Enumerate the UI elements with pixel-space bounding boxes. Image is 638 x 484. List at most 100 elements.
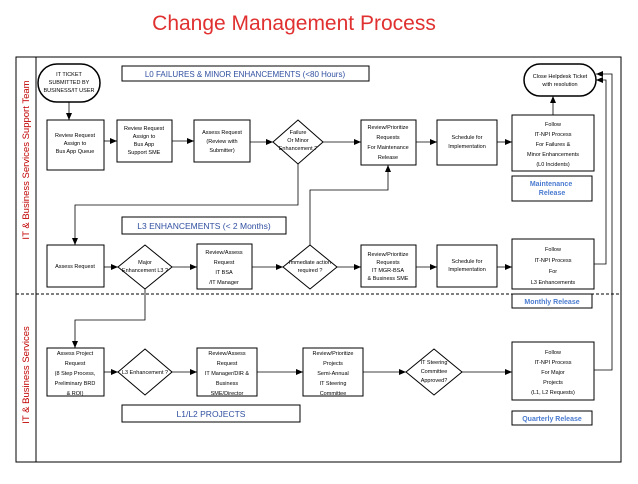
row2-schedule-box xyxy=(436,244,498,288)
text-line: Support SME xyxy=(128,150,161,156)
text-line: Committee xyxy=(421,369,448,375)
text-line: Major xyxy=(138,260,152,266)
text-line: Enhancement ? xyxy=(279,146,318,152)
banner-l0-box xyxy=(121,65,370,82)
text-line: Request xyxy=(217,361,238,367)
text-line: IT Manager/DIR & xyxy=(205,371,250,377)
row3-assess-project-box xyxy=(46,347,105,397)
banner-l12: L1/L2 PROJECTS xyxy=(177,409,246,419)
text-line: IT-NPI Process xyxy=(535,258,572,264)
banner-l0: L0 FAILURES & MINOR ENHANCEMENTS (<80 Ho… xyxy=(145,70,346,79)
text-line: Request xyxy=(65,361,86,367)
text-line: Requests xyxy=(376,260,399,266)
text-line: Assess Request xyxy=(55,264,95,270)
text-line: Failure xyxy=(290,130,307,136)
text-line: Approved? xyxy=(421,378,448,384)
text-line: Preliminary BRD xyxy=(55,381,96,387)
maintenance-release-label: Maintenance Release xyxy=(530,181,574,197)
text-line: Implementation xyxy=(448,267,486,273)
text-line: SME/Director xyxy=(211,391,244,397)
text-line: Semi-Annual xyxy=(317,371,349,377)
row2-immediate-decision-diamond xyxy=(282,244,338,290)
text-line: For Major xyxy=(541,370,565,376)
text-line: with resolution xyxy=(541,82,577,88)
diagram-frame xyxy=(15,56,622,463)
row2-review-prioritize-box xyxy=(360,244,417,288)
row3-follow-box xyxy=(511,341,595,401)
row3-steering-decision-diamond xyxy=(405,348,463,396)
connectors xyxy=(66,71,613,375)
monthly-release-box xyxy=(511,293,593,309)
text-line: (Review with xyxy=(206,139,237,145)
text-line: Review/Prioritize xyxy=(368,125,409,131)
arrow-immediate-to-row1 xyxy=(309,165,391,245)
text-line: Enhancement L3 ? xyxy=(122,268,168,274)
text-line: IT BSA xyxy=(215,270,233,276)
text-line: Or Minor xyxy=(287,138,309,144)
text-line: (8 Step Process, xyxy=(55,371,96,377)
arrow-follow2-to-close xyxy=(594,77,607,265)
text-line: Review/Assess xyxy=(205,250,243,256)
page-title: Change Management Process xyxy=(152,12,436,35)
quarterly-release-label: Quarterly Release xyxy=(522,416,582,423)
text-line: Schedule for xyxy=(452,259,483,265)
text-line: For Failures & xyxy=(536,142,571,148)
text-line: Committee xyxy=(320,391,347,397)
banner-l12-box xyxy=(121,404,301,423)
text-line: IT-NPI Process xyxy=(535,360,572,366)
row2-assess-request-box xyxy=(46,244,105,288)
row3-review-prioritize-box xyxy=(302,347,364,397)
banner-l3: L3 ENHANCEMENTS (< 2 Months) xyxy=(137,221,271,231)
lane-label-bottom: IT & Business Services xyxy=(21,326,32,424)
text-line: For Maintenance xyxy=(367,145,408,151)
text-line: Assign to xyxy=(133,134,156,140)
row2-major-decision-diamond xyxy=(117,244,173,290)
text-line: Business xyxy=(216,381,239,387)
text-line: Review/Prioritize xyxy=(313,351,354,357)
row3-review-assess-box xyxy=(196,347,258,397)
text-line: L3 Enhancements xyxy=(531,280,576,286)
text-line: For xyxy=(549,269,557,275)
text-line: & ROI) xyxy=(67,391,84,397)
text-line: Minor Enhancements xyxy=(527,152,579,158)
text-line: Assess Request xyxy=(202,130,242,136)
row1-review-request-box xyxy=(46,119,105,171)
text-line: Submitter) xyxy=(209,148,235,154)
monthly-release-label: Monthly Release xyxy=(524,299,579,306)
text-line: Bus App Queue xyxy=(56,149,95,155)
text-line: Review Request xyxy=(124,126,165,132)
text-line: Review/Assess xyxy=(208,351,246,357)
text-line: Assess Project xyxy=(57,351,94,357)
text-line: Follow xyxy=(545,350,561,356)
row1-assign-sme-box xyxy=(116,119,173,163)
text-line: Immediate action xyxy=(289,260,331,266)
text-line: Request xyxy=(214,260,235,266)
row1-follow-box xyxy=(511,114,595,172)
row1-assess-request-box xyxy=(193,119,251,163)
lane-label-top: IT & Business Services Support Team xyxy=(21,80,32,239)
banner-l3-box xyxy=(121,216,287,235)
text-line: Review Request xyxy=(55,133,96,139)
text-line: IT Steering xyxy=(421,360,448,366)
text-line: required ? xyxy=(298,268,323,274)
row2-assess-request-text: Assess Request xyxy=(55,264,95,270)
text-line: & Business SME xyxy=(368,276,409,282)
text-line: Bus App xyxy=(134,142,155,148)
text-line: Follow xyxy=(545,122,561,128)
